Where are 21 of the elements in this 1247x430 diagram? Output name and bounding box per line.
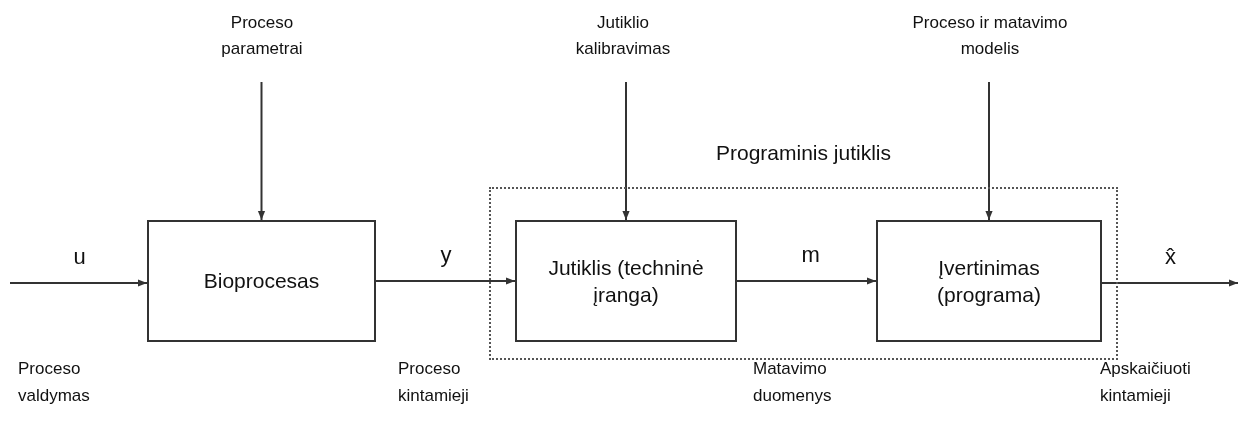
process-box <box>876 220 1102 342</box>
signal-label: Proceso valdymas <box>18 358 91 408</box>
signal-label: Apskaičiuoti kintamieji <box>1100 358 1192 408</box>
box-label: Įvertinimas (programa) <box>936 254 1042 308</box>
arrow <box>1101 279 1239 287</box>
arrow <box>375 277 516 285</box>
arrow <box>736 277 877 285</box>
signal-label: Proceso kintamieji <box>398 358 470 408</box>
group-heading: Programinis jutiklis <box>714 141 892 165</box>
arrow <box>622 81 630 221</box>
box-label: Jutiklis (techninė įranga) <box>547 254 705 308</box>
input-label: Proceso parametrai <box>192 10 332 78</box>
signal-label: Matavimo duomenys <box>753 358 833 408</box>
process-box <box>147 220 376 342</box>
arrow <box>9 279 148 287</box>
input-label: Proceso ir matavimo modelis <box>895 10 1085 78</box>
input-label: Jutiklio kalibravimas <box>553 10 693 78</box>
arrow <box>985 81 993 221</box>
process-box <box>515 220 737 342</box>
box-label: Bioprocesas <box>203 268 320 295</box>
arrow <box>257 81 266 221</box>
